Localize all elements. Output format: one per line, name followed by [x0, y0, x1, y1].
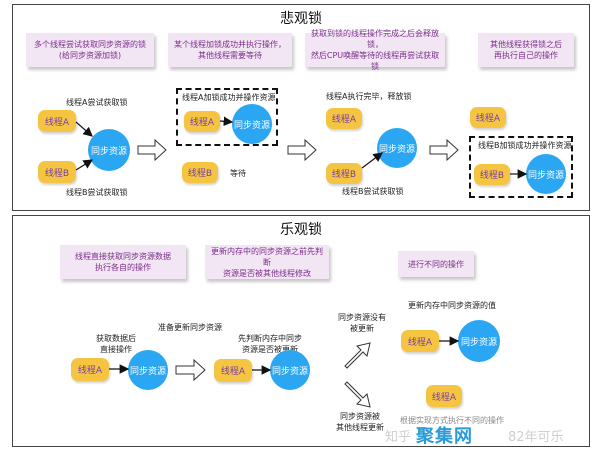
- sync-resource: 同步资源: [232, 104, 272, 144]
- thread-a: 线程A: [426, 385, 462, 407]
- label-a-locked: 线程A加锁成功并操作资源: [182, 93, 276, 102]
- label-update-value: 更新内存中同步资源的值: [408, 301, 496, 310]
- thread-b: 线程B: [474, 164, 510, 185]
- label-a-try-lock: 线程A尝试获取锁: [66, 98, 128, 107]
- thread-a: 线程A: [470, 107, 506, 128]
- watermark-left: 知乎: [385, 430, 412, 445]
- pessimistic-lock-title: 悲观锁: [280, 11, 322, 27]
- label-b-locked: 线程B加锁成功并操作资源: [478, 141, 572, 150]
- thread-a: 线程A: [38, 110, 76, 132]
- pessimistic-note-3: 获取到锁的线程操作完成之后会释放锁， 然后CPU唤醒等待的线程再尝试获取锁: [305, 29, 445, 71]
- label-wait: 等待: [230, 169, 246, 178]
- watermark-brand: 聚集网: [416, 426, 473, 447]
- label-b-try-lock-2: 线程B尝试获取锁: [342, 187, 404, 196]
- optimistic-note-1: 线程直接获取同步资源数据 执行各自的操作: [60, 245, 186, 279]
- optimistic-lock-title: 乐观锁: [280, 222, 322, 238]
- pessimistic-note-1: 多个线程尝试获取同步资源的锁 (给同步资源加锁): [26, 33, 154, 67]
- label-fetch-direct: 获取数据后 直接操作: [96, 334, 136, 354]
- sync-resource: 同步资源: [128, 350, 168, 390]
- thread-b: 线程B: [326, 163, 362, 184]
- pessimistic-note-4: 其他线程获得锁之后 再执行自己的操作: [478, 33, 574, 67]
- thread-b: 线程B: [38, 161, 76, 183]
- sync-resource: 同步资源: [458, 320, 500, 362]
- thread-b: 线程B: [182, 162, 218, 183]
- thread-a: 线程A: [184, 111, 220, 132]
- lock-box-b: [469, 136, 573, 198]
- sync-resource: 同步资源: [270, 350, 310, 390]
- label-prepare-update: 准备更新同步资源: [158, 323, 222, 332]
- label-not-updated: 同步资源没有 被更新: [338, 313, 386, 333]
- thread-a: 线程A: [71, 358, 109, 381]
- label-a-done: 线程A执行完毕，释放锁: [326, 92, 412, 101]
- pessimistic-note-2: 某个线程加锁成功并执行操作， 其他线程需要等待: [168, 33, 292, 67]
- thread-a: 线程A: [214, 359, 252, 382]
- label-b-try-lock: 线程B尝试获取锁: [66, 188, 128, 197]
- thread-a: 线程A: [401, 330, 439, 352]
- label-check-updated: 先判断内存中同步 资源是否被更新: [238, 334, 302, 354]
- lock-box-a: [176, 88, 278, 146]
- sync-resource: 同步资源: [88, 129, 130, 171]
- label-updated-by-other: 同步资源被 其他线程更新: [336, 412, 384, 432]
- sync-resource: 同步资源: [377, 128, 417, 168]
- watermark-right: 82年可乐: [508, 430, 564, 445]
- optimistic-note-3: 进行不同的操作: [398, 251, 474, 277]
- sync-resource: 同步资源: [526, 154, 566, 194]
- optimistic-note-2: 更新内存中的同步资源之前先判断 资源是否被其他线程修改: [205, 245, 329, 279]
- label-overlapped: 根据实现方式执行不同的操作: [400, 416, 504, 425]
- thread-a: 线程A: [326, 108, 362, 129]
